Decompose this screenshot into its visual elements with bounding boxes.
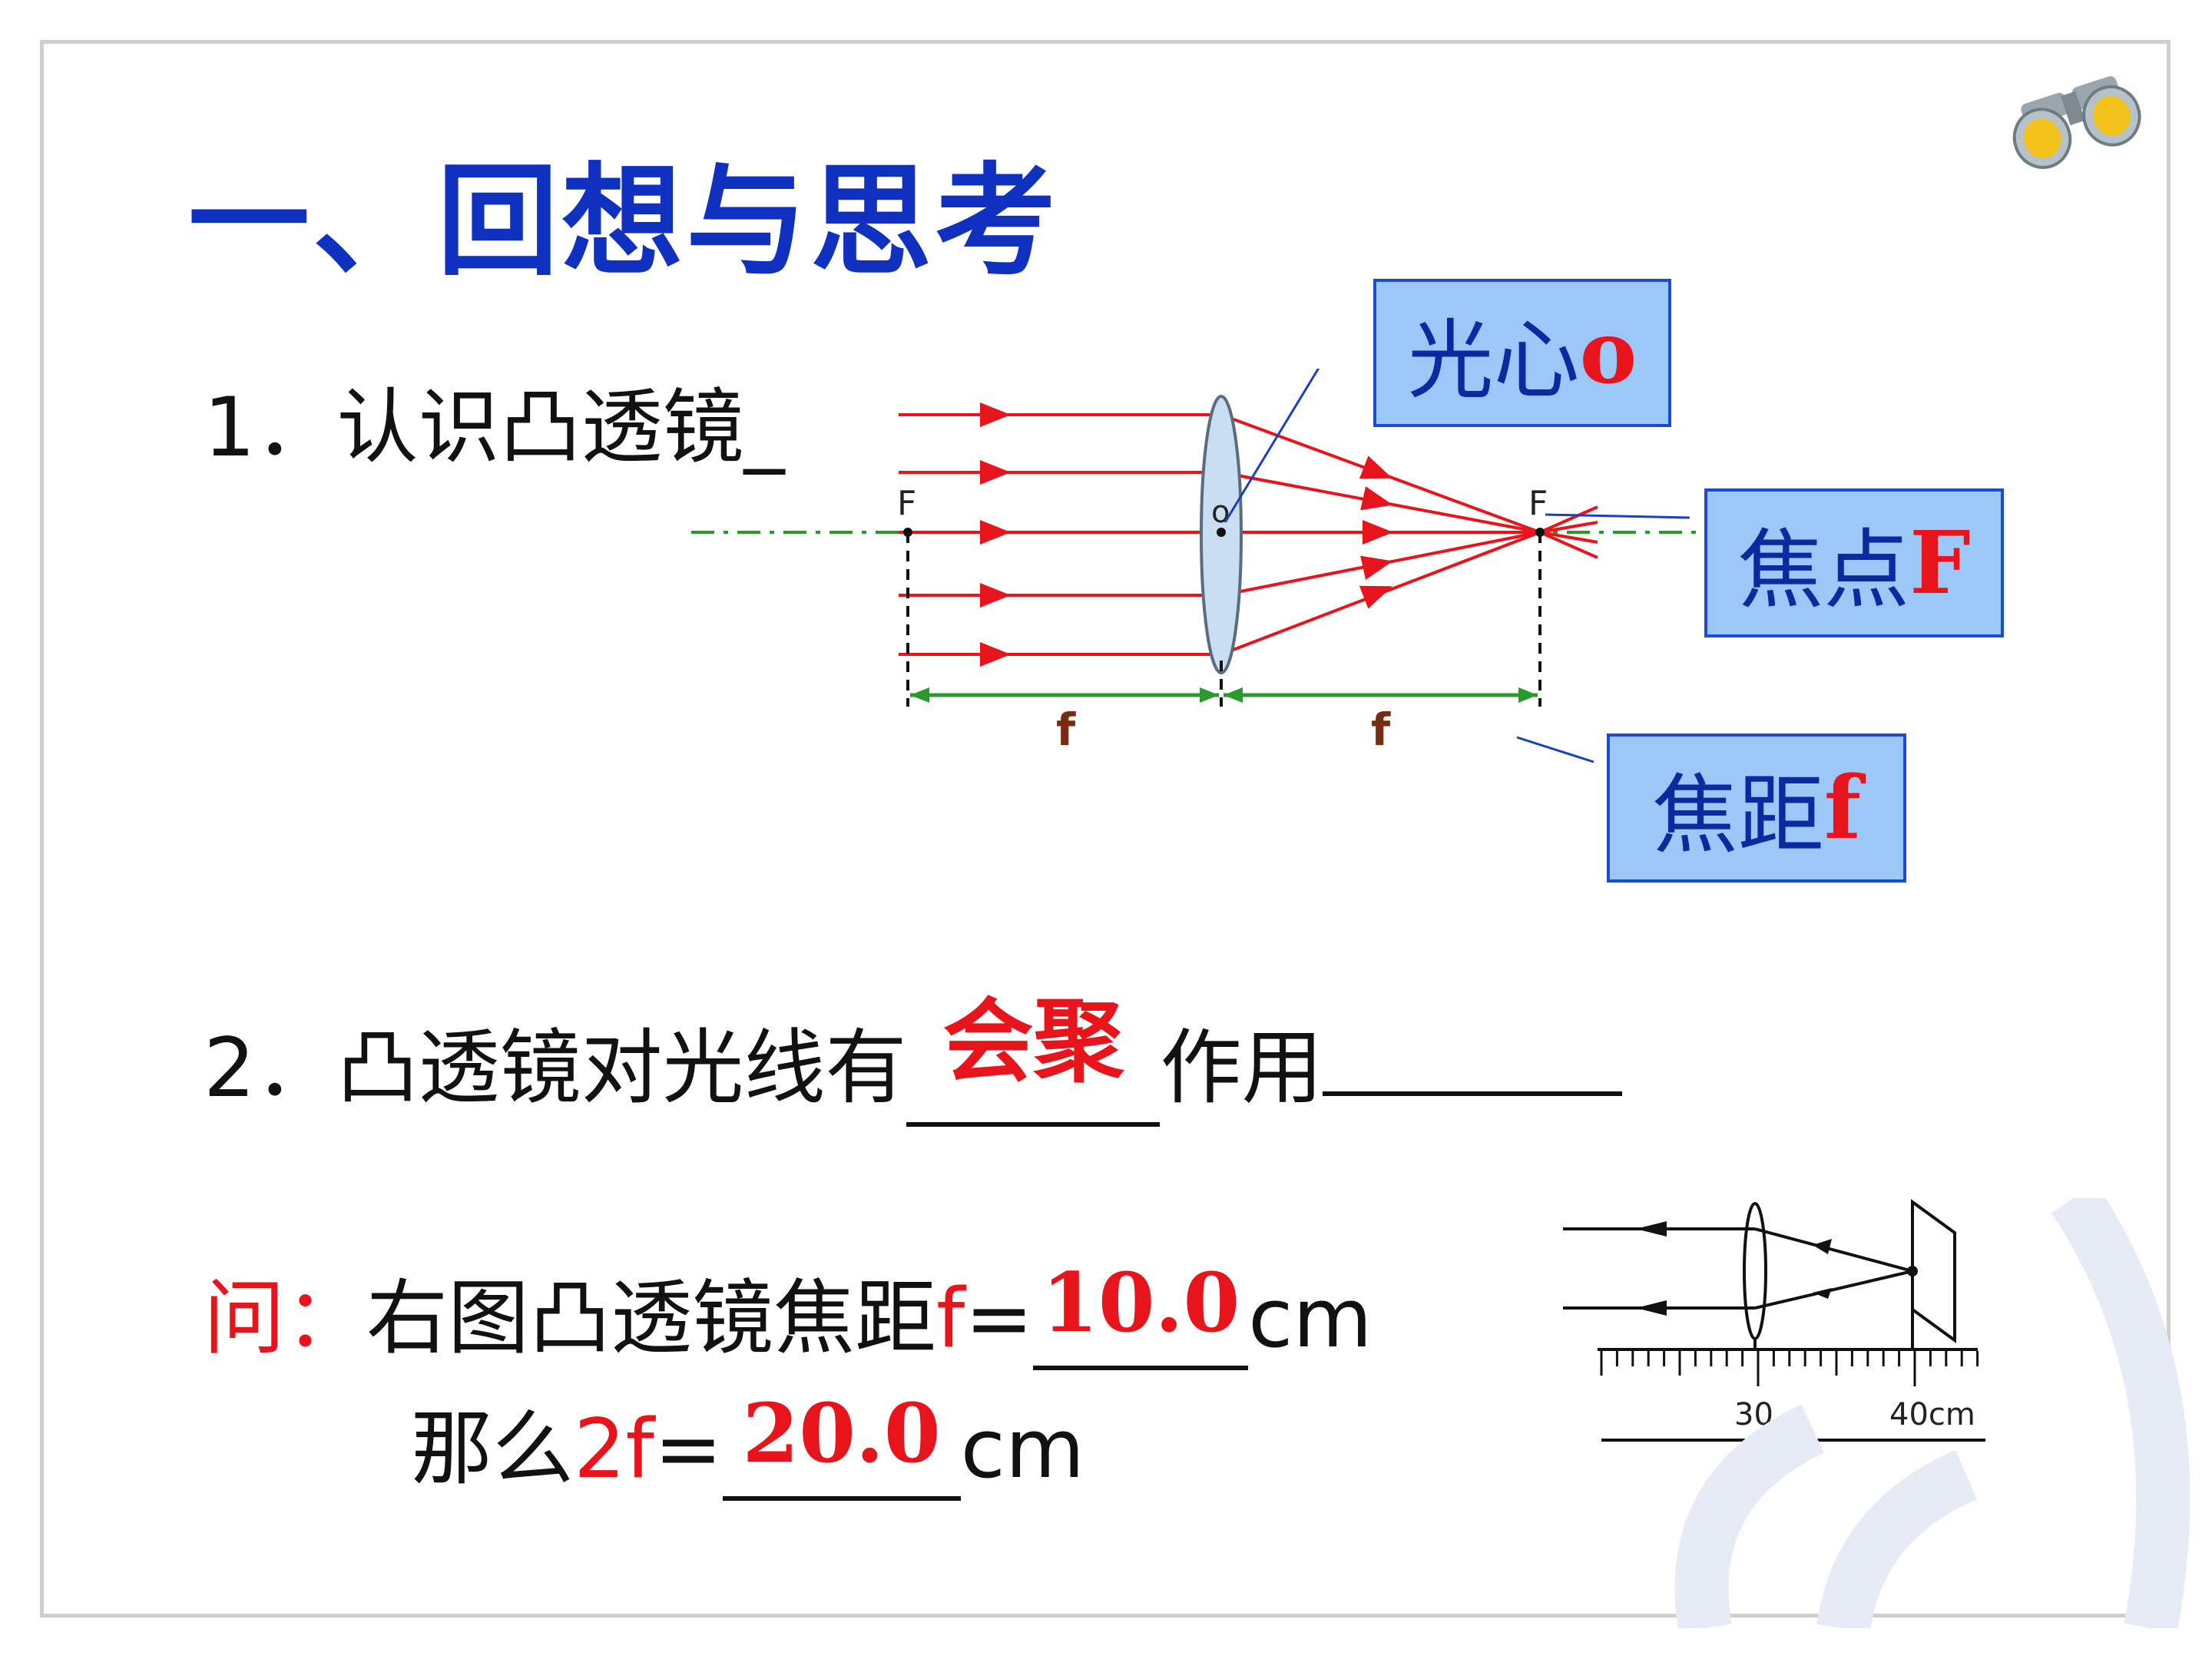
ray-arrows	[980, 402, 1011, 667]
leader-lines	[1224, 369, 1690, 763]
focal-guides	[906, 532, 1541, 707]
refracted-arrows	[1359, 455, 1393, 609]
double-focal-answer: 20.0	[742, 1385, 941, 1481]
binoculars-icon	[2012, 76, 2141, 170]
f-left-label: f	[1056, 704, 1076, 756]
optical-center-label: o	[1211, 495, 1230, 530]
optical-center-dot	[1217, 528, 1226, 537]
ruler-label-40: 40cm	[1889, 1397, 1975, 1432]
ruler-ticks	[1600, 1351, 1979, 1386]
slide-title: 一、回想与思考	[188, 151, 1059, 293]
item1-text: 1．认识凸透镜_	[204, 380, 785, 475]
item2-answer: 会聚	[942, 988, 1124, 1094]
convex-lens-diagram: F o F f f	[691, 369, 1713, 763]
focus-right-label: F	[1528, 484, 1548, 523]
focal-length-answer: 10.0	[1041, 1254, 1240, 1350]
f-right-label: f	[1371, 704, 1391, 756]
watermark-graphic	[1674, 1198, 2190, 1628]
item2-line: 2．凸透镜对光线有会聚作用	[204, 988, 1623, 1127]
focus-left-label: F	[897, 484, 916, 523]
incident-rays	[899, 413, 1221, 656]
